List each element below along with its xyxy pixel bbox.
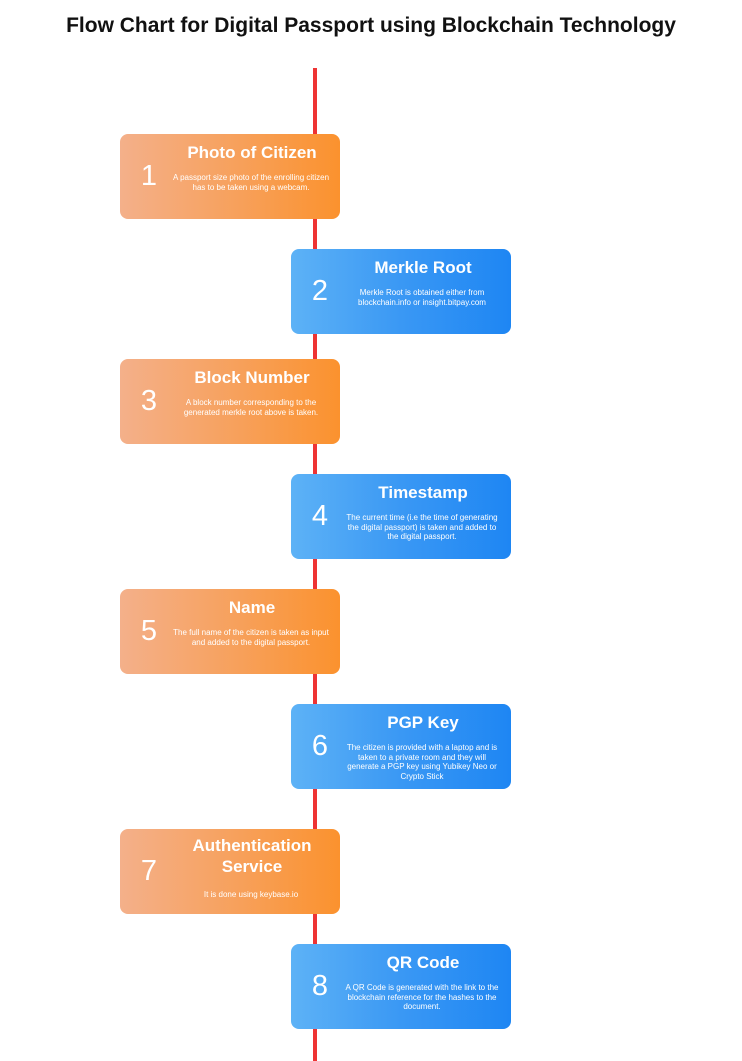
- step-number: 7: [140, 855, 158, 887]
- step-description: The citizen is provided with a laptop an…: [346, 743, 498, 781]
- step-description: A QR Code is generated with the link to …: [345, 983, 499, 1011]
- step-heading: PGP Key: [387, 713, 459, 732]
- step-number: 6: [311, 730, 329, 762]
- step-description: A passport size photo of the enrolling c…: [172, 173, 330, 192]
- step-heading: Authentication Service: [192, 836, 312, 876]
- page-title: Flow Chart for Digital Passport using Bl…: [66, 14, 676, 37]
- step-description: A block number corresponding to the gene…: [183, 398, 319, 417]
- timeline-spine: [313, 68, 317, 1061]
- step-description: The full name of the citizen is taken as…: [173, 628, 329, 647]
- step-heading: Timestamp: [378, 483, 468, 502]
- step-heading: Merkle Root: [374, 258, 472, 277]
- step-description: Merkle Root is obtained either from bloc…: [358, 288, 486, 307]
- step-description: It is done using keybase.io: [203, 890, 299, 899]
- step-heading: Name: [228, 598, 276, 617]
- step-authentication-service: 7 Authentication Service It is done usin…: [120, 829, 340, 914]
- step-photo-of-citizen: 1 Photo of Citizen A passport size photo…: [120, 134, 340, 219]
- step-number: 5: [140, 615, 158, 647]
- step-number: 2: [311, 275, 329, 307]
- step-heading: Photo of Citizen: [187, 143, 317, 162]
- step-name: 5 Name The full name of the citizen is t…: [120, 589, 340, 674]
- step-number: 4: [311, 500, 329, 532]
- step-number: 3: [140, 385, 158, 417]
- step-description: The current time (i.e the time of genera…: [346, 513, 498, 541]
- step-timestamp: 4 Timestamp The current time (i.e the ti…: [291, 474, 511, 559]
- step-merkle-root: 2 Merkle Root Merkle Root is obtained ei…: [291, 249, 511, 334]
- step-block-number: 3 Block Number A block number correspond…: [120, 359, 340, 444]
- step-pgp-key: 6 PGP Key The citizen is provided with a…: [291, 704, 511, 789]
- step-heading: QR Code: [386, 953, 460, 972]
- step-heading: Block Number: [194, 368, 310, 387]
- step-number: 1: [140, 160, 158, 192]
- step-qr-code: 8 QR Code A QR Code is generated with th…: [291, 944, 511, 1029]
- step-number: 8: [311, 970, 329, 1002]
